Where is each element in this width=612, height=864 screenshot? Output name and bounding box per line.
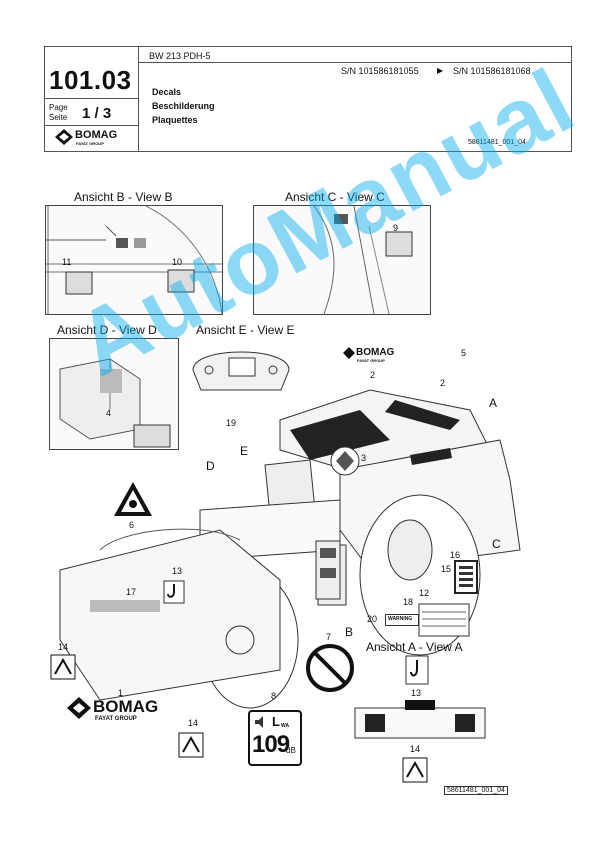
safety-decal-icon [50,654,76,680]
callout-10: 10 [172,257,183,267]
callout-2: 2 [440,378,446,388]
title-english: Decals [152,87,182,97]
info-plate-decal-icon [454,560,478,594]
warning-label-text: WARNING [388,616,413,622]
lifting-hook-icon [405,655,429,685]
view-d-illustration [59,358,171,448]
view-b-label: Ansicht B - View B [74,190,173,204]
serial-arrow-icon: ▶ [437,66,444,75]
bomag-logo-icon [55,129,73,145]
callout-2: 2 [370,370,376,380]
marker-c: C [492,537,501,551]
view-e-label: Ansicht E - View E [196,323,295,337]
divider [45,125,138,126]
brand-name: BOMAG [75,129,118,141]
view-a-illustration [354,700,486,739]
page-number: 1 / 3 [82,105,112,122]
safety-decal-icon [178,732,204,758]
marker-e: E [240,444,249,458]
callout-6: 6 [129,520,135,530]
machine-brand-subtitle: FAYAT GROUP [357,358,385,363]
sound-level-decal: L WA 109 dB [248,710,302,766]
callout-18: 18 [403,597,414,607]
bomag-logo-icon [67,697,91,719]
callout-4: 4 [106,408,112,418]
page-label: Page [49,103,68,112]
prohibition-sign-icon [306,644,354,692]
view-d-panel [49,338,179,450]
callout-20: 20 [367,614,378,624]
callout-14: 14 [188,718,199,728]
callout-13: 13 [172,566,183,576]
document-number: 101.03 [49,65,132,95]
warning-triangle-icon [114,482,152,516]
callout-17: 17 [126,587,137,597]
callout-8: 8 [271,691,277,701]
model-name: BW 213 PDH-5 [149,51,211,61]
seite-label: Seite [49,113,68,122]
bottom-brand: BOMAG [93,697,159,716]
callout-9: 9 [393,223,399,233]
speaker-icon [255,716,263,728]
cab-round-decal-icon [330,446,360,476]
title-french: Plaquettes [152,115,198,125]
callout-7: 7 [326,632,332,642]
sound-level-symbol: L [272,714,280,729]
warning-label-decal: WARNING [385,614,419,626]
bottom-brand-subtitle: FAYAT GROUP [95,716,137,722]
callout-14: 14 [410,744,421,754]
dashboard-illustration [192,351,290,391]
view-c-label: Ansicht C - View C [285,190,385,204]
callout-16: 16 [450,550,461,560]
view-c-illustration [313,205,413,315]
marker-d: D [206,459,215,473]
callout-3: 3 [361,453,367,463]
view-b-panel [45,205,223,315]
callout-19: 19 [226,418,237,428]
callout-14: 14 [58,642,69,652]
data-plate-decal-icon [418,603,470,637]
view-a-label: Ansicht A - View A [366,640,463,654]
callout-15: 15 [441,564,452,574]
view-d-label: Ansicht D - View D [57,323,157,337]
callout-13: 13 [411,688,422,698]
callout-12: 12 [419,588,430,598]
sound-level-subscript: WA [281,723,290,729]
footer-drawing-reference: 58611481_001_04 [444,786,508,795]
marker-a: A [489,396,498,410]
divider [138,62,571,63]
divider [45,98,138,99]
roller-machine-illustration [59,389,521,709]
brand-subtitle: FAYAT GROUP [76,141,104,146]
bomag-logo-icon [343,347,355,359]
view-c-panel [253,205,431,315]
marker-b: B [345,625,354,639]
step-decal-icon [315,540,341,600]
serial-from: S/N 101586181055 [341,66,419,76]
callout-5: 5 [461,348,467,358]
title-german: Beschilderung [152,101,215,111]
lifting-hook-icon [163,580,185,604]
title-block: 101.03 Page Seite 1 / 3 BOMAG FAYAT GROU… [44,46,572,152]
sound-level-value: 109 [252,731,290,758]
safety-decal-icon [402,757,428,783]
serial-to: S/N 101586181068 [453,66,531,76]
machine-brand: BOMAG [356,347,395,358]
callout-11: 11 [62,257,72,267]
view-b-illustration [46,205,223,315]
callout-1: 1 [118,688,124,698]
divider [138,47,139,151]
drawing-reference: 58611481_001_04 [468,139,526,146]
sound-level-unit: dB [286,746,296,755]
